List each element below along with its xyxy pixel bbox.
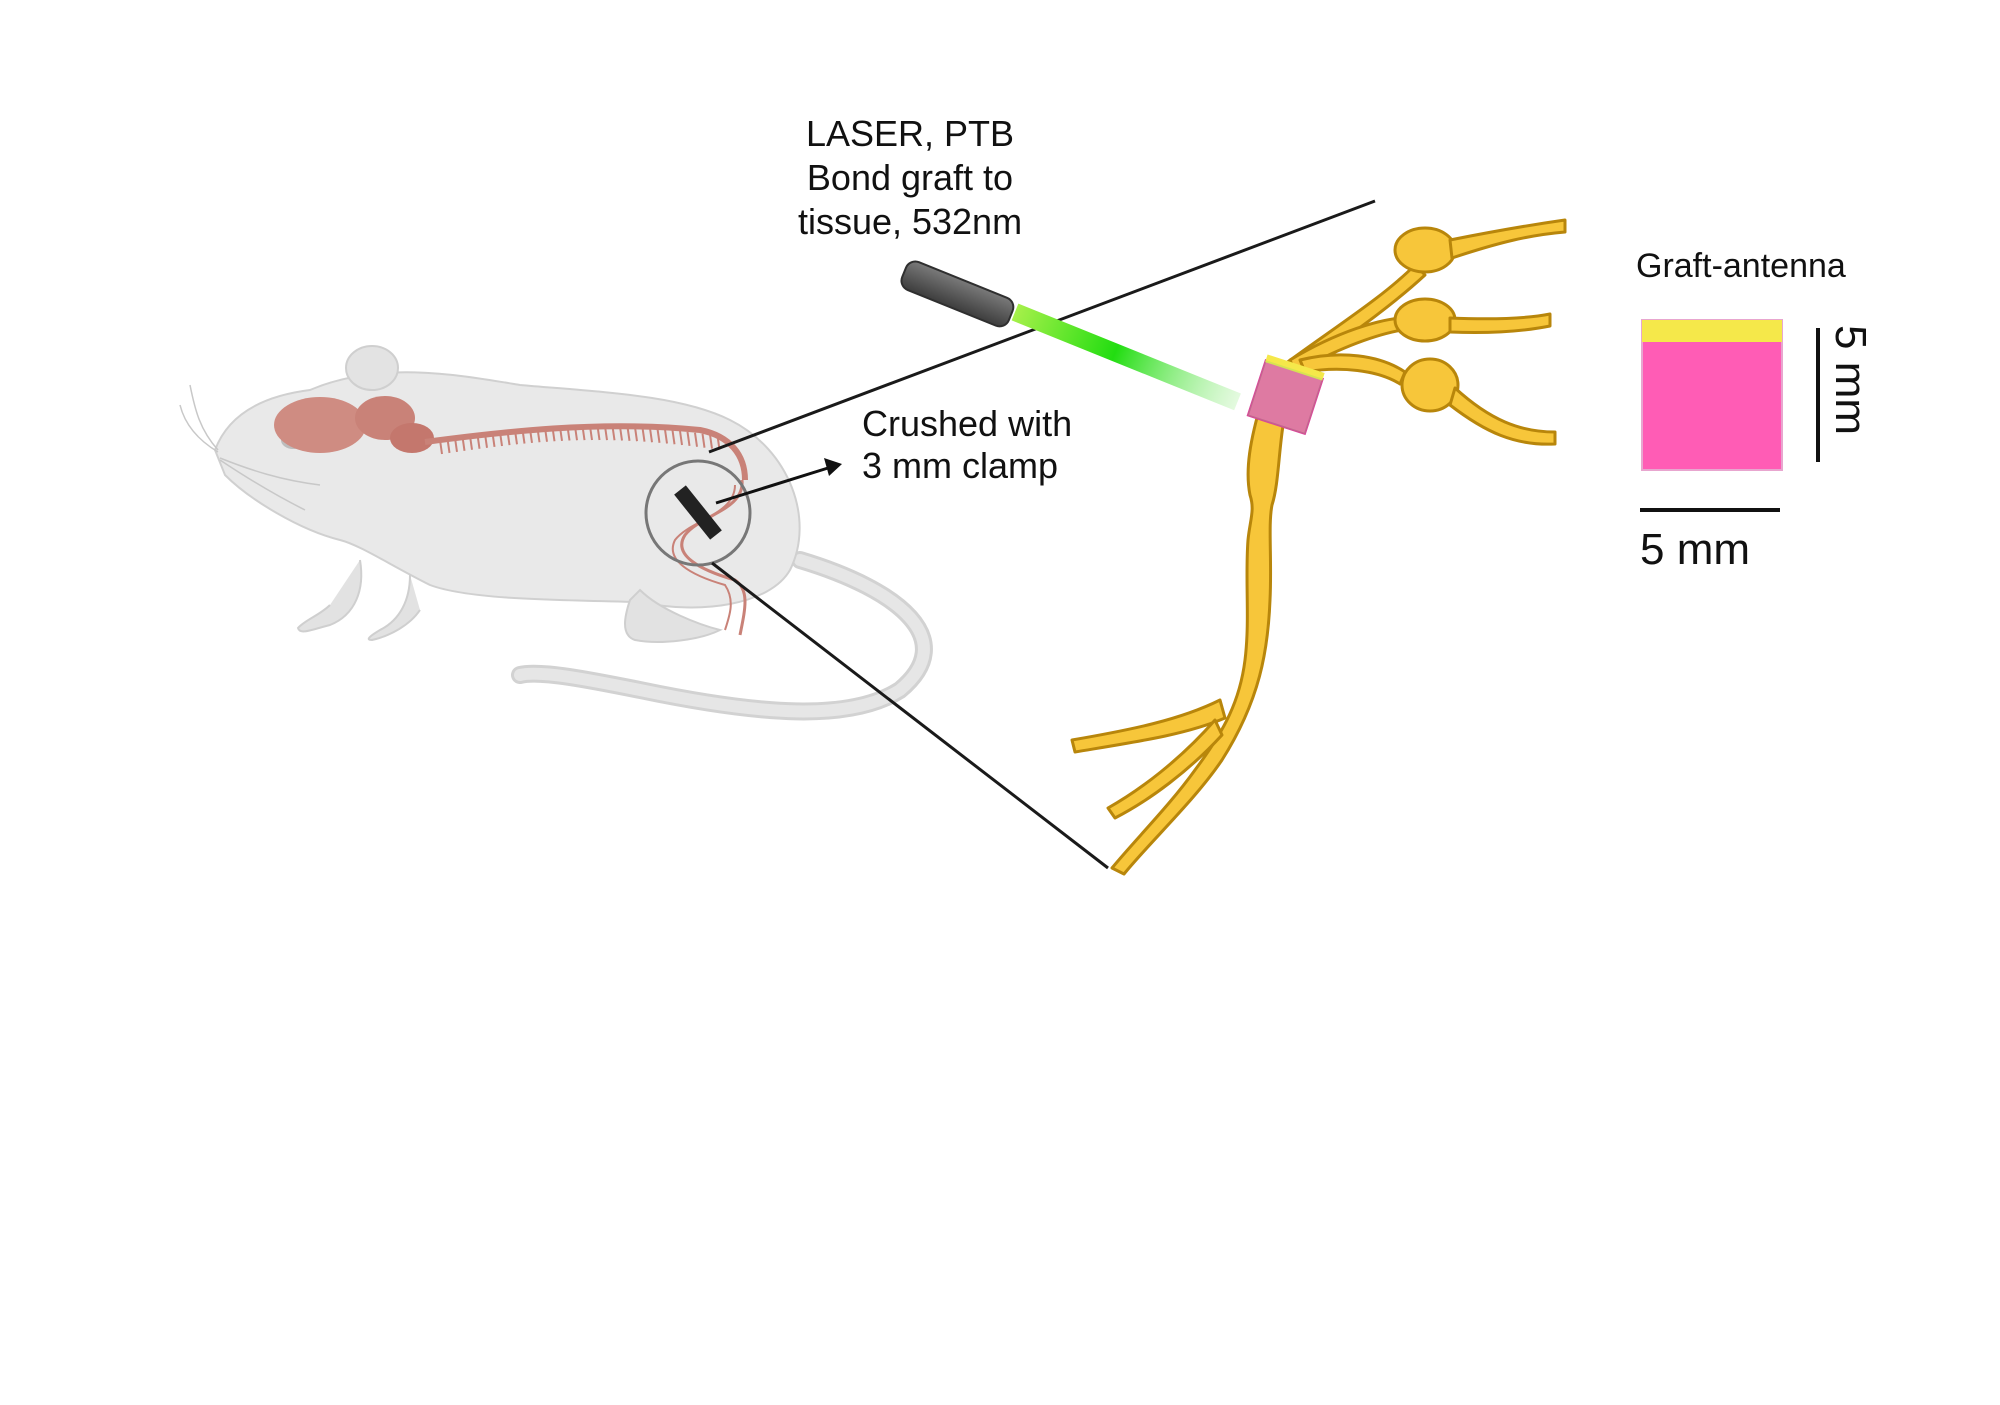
graft-on-nerve: [1246, 354, 1325, 436]
root-fiber-low: [1448, 386, 1557, 446]
root-fiber-top: [1448, 218, 1567, 260]
ganglion-mid: [1393, 297, 1457, 343]
mouse-sciatic-nerve: [680, 479, 747, 636]
spinal-nerve-tick: [491, 432, 496, 448]
crush-label-line2: 3 mm clamp: [862, 445, 1059, 486]
spinal-nerve-tick: [581, 425, 586, 441]
spinal-nerve-tick: [694, 432, 698, 447]
spinal-nerve-tick: [686, 431, 691, 447]
spinal-nerve-tick: [679, 430, 683, 446]
graft-antenna-square: [1641, 319, 1783, 471]
graft-antenna-title: Graft-antenna: [1636, 247, 1846, 285]
zoom-line-bottom: [711, 561, 1109, 870]
mouse-spinal-cord: [424, 423, 748, 481]
mouse-front-leg-2: [367, 574, 421, 642]
spinal-nerve-tick: [476, 434, 481, 449]
mouse-brain: [274, 397, 366, 453]
magnifier-circle: [644, 459, 752, 567]
spinal-nerve-tick: [641, 427, 646, 442]
spinal-nerve-tick: [551, 427, 556, 442]
clamp-mark-icon: [674, 485, 722, 540]
spinal-nerve-tick: [499, 431, 503, 447]
laser-label-line1: LASER, PTB: [805, 113, 1015, 154]
spinal-nerve-tick: [484, 433, 488, 448]
scale-vertical-label: 5 mm: [1826, 325, 1875, 435]
spinal-nerve-tick: [574, 426, 578, 441]
spinal-nerve-tick: [529, 428, 533, 444]
spinal-nerve-tick: [701, 433, 706, 448]
spinal-nerve-tick: [461, 436, 466, 451]
spinal-nerve-tick: [656, 428, 661, 443]
spinal-nerve-tick: [439, 439, 443, 455]
laser-label-line3: tissue, 532nm: [797, 201, 1023, 242]
ganglion-top: [1393, 226, 1457, 274]
crush-arrow: [715, 466, 829, 505]
spinal-nerve-tick: [446, 438, 451, 454]
spinal-nerve-tick: [626, 426, 631, 441]
spinal-nerve-tick: [544, 427, 548, 442]
spinal-nerve-tick: [611, 426, 616, 441]
spinal-nerve-tick: [596, 425, 601, 441]
spinal-nerve-tick: [514, 430, 518, 445]
spinal-nerve-tick: [566, 426, 571, 441]
nerve-lower-branch-1: [1070, 698, 1227, 754]
spinal-nerve-tick: [664, 429, 668, 444]
sciatic-nerve-illustration: [1070, 218, 1567, 876]
crush-label-line1: Crushed with: [862, 403, 1073, 444]
spinal-nerve-tick: [649, 428, 653, 443]
graft-pink-body: [1641, 319, 1783, 471]
mouse-whiskers: [179, 384, 321, 511]
mouse-tail-inner: [514, 554, 930, 718]
spinal-nerve-tick: [619, 426, 623, 441]
spinal-nerve-tick: [521, 429, 526, 444]
spinal-nerve-tick: [506, 430, 511, 446]
scale-horizontal-label: 5 mm: [1640, 525, 1750, 574]
mouse-hind-leg: [624, 588, 723, 643]
spinal-nerve-tick: [589, 425, 593, 441]
laser-label-line2: Bond graft to: [806, 157, 1014, 198]
laser-device: [900, 260, 1015, 328]
crush-arrow-head-icon: [824, 458, 842, 476]
spinal-nerve-tick: [454, 437, 458, 453]
laser-label: LASER, PTB Bond graft to tissue, 532nm: [760, 112, 1060, 244]
spinal-nerve-branches: [439, 425, 721, 455]
spinal-nerve-tick: [559, 426, 563, 441]
laser-beam: [1011, 303, 1241, 411]
mouse-ear: [345, 345, 399, 391]
spinal-nerve-tick: [604, 425, 608, 441]
nerve-lower-branch-2: [1106, 718, 1224, 820]
root-fiber-mid: [1448, 312, 1552, 335]
spinal-nerve-tick: [709, 434, 713, 449]
nerve-trunk: [1110, 398, 1290, 876]
graft-yellow-strip: [1642, 320, 1782, 342]
ganglion-low: [1400, 357, 1460, 413]
crush-label: Crushed with 3 mm clamp: [862, 403, 1072, 487]
mouse-front-leg: [296, 559, 363, 633]
laser-pointer-icon: [900, 260, 1241, 411]
mouse-illustration: [179, 345, 933, 721]
mouse-brainstem: [390, 423, 434, 453]
spinal-nerve-tick: [671, 430, 676, 445]
spinal-nerve-tick: [634, 427, 638, 442]
spinal-nerve-tick: [536, 428, 541, 443]
spinal-nerve-tick: [469, 435, 473, 450]
